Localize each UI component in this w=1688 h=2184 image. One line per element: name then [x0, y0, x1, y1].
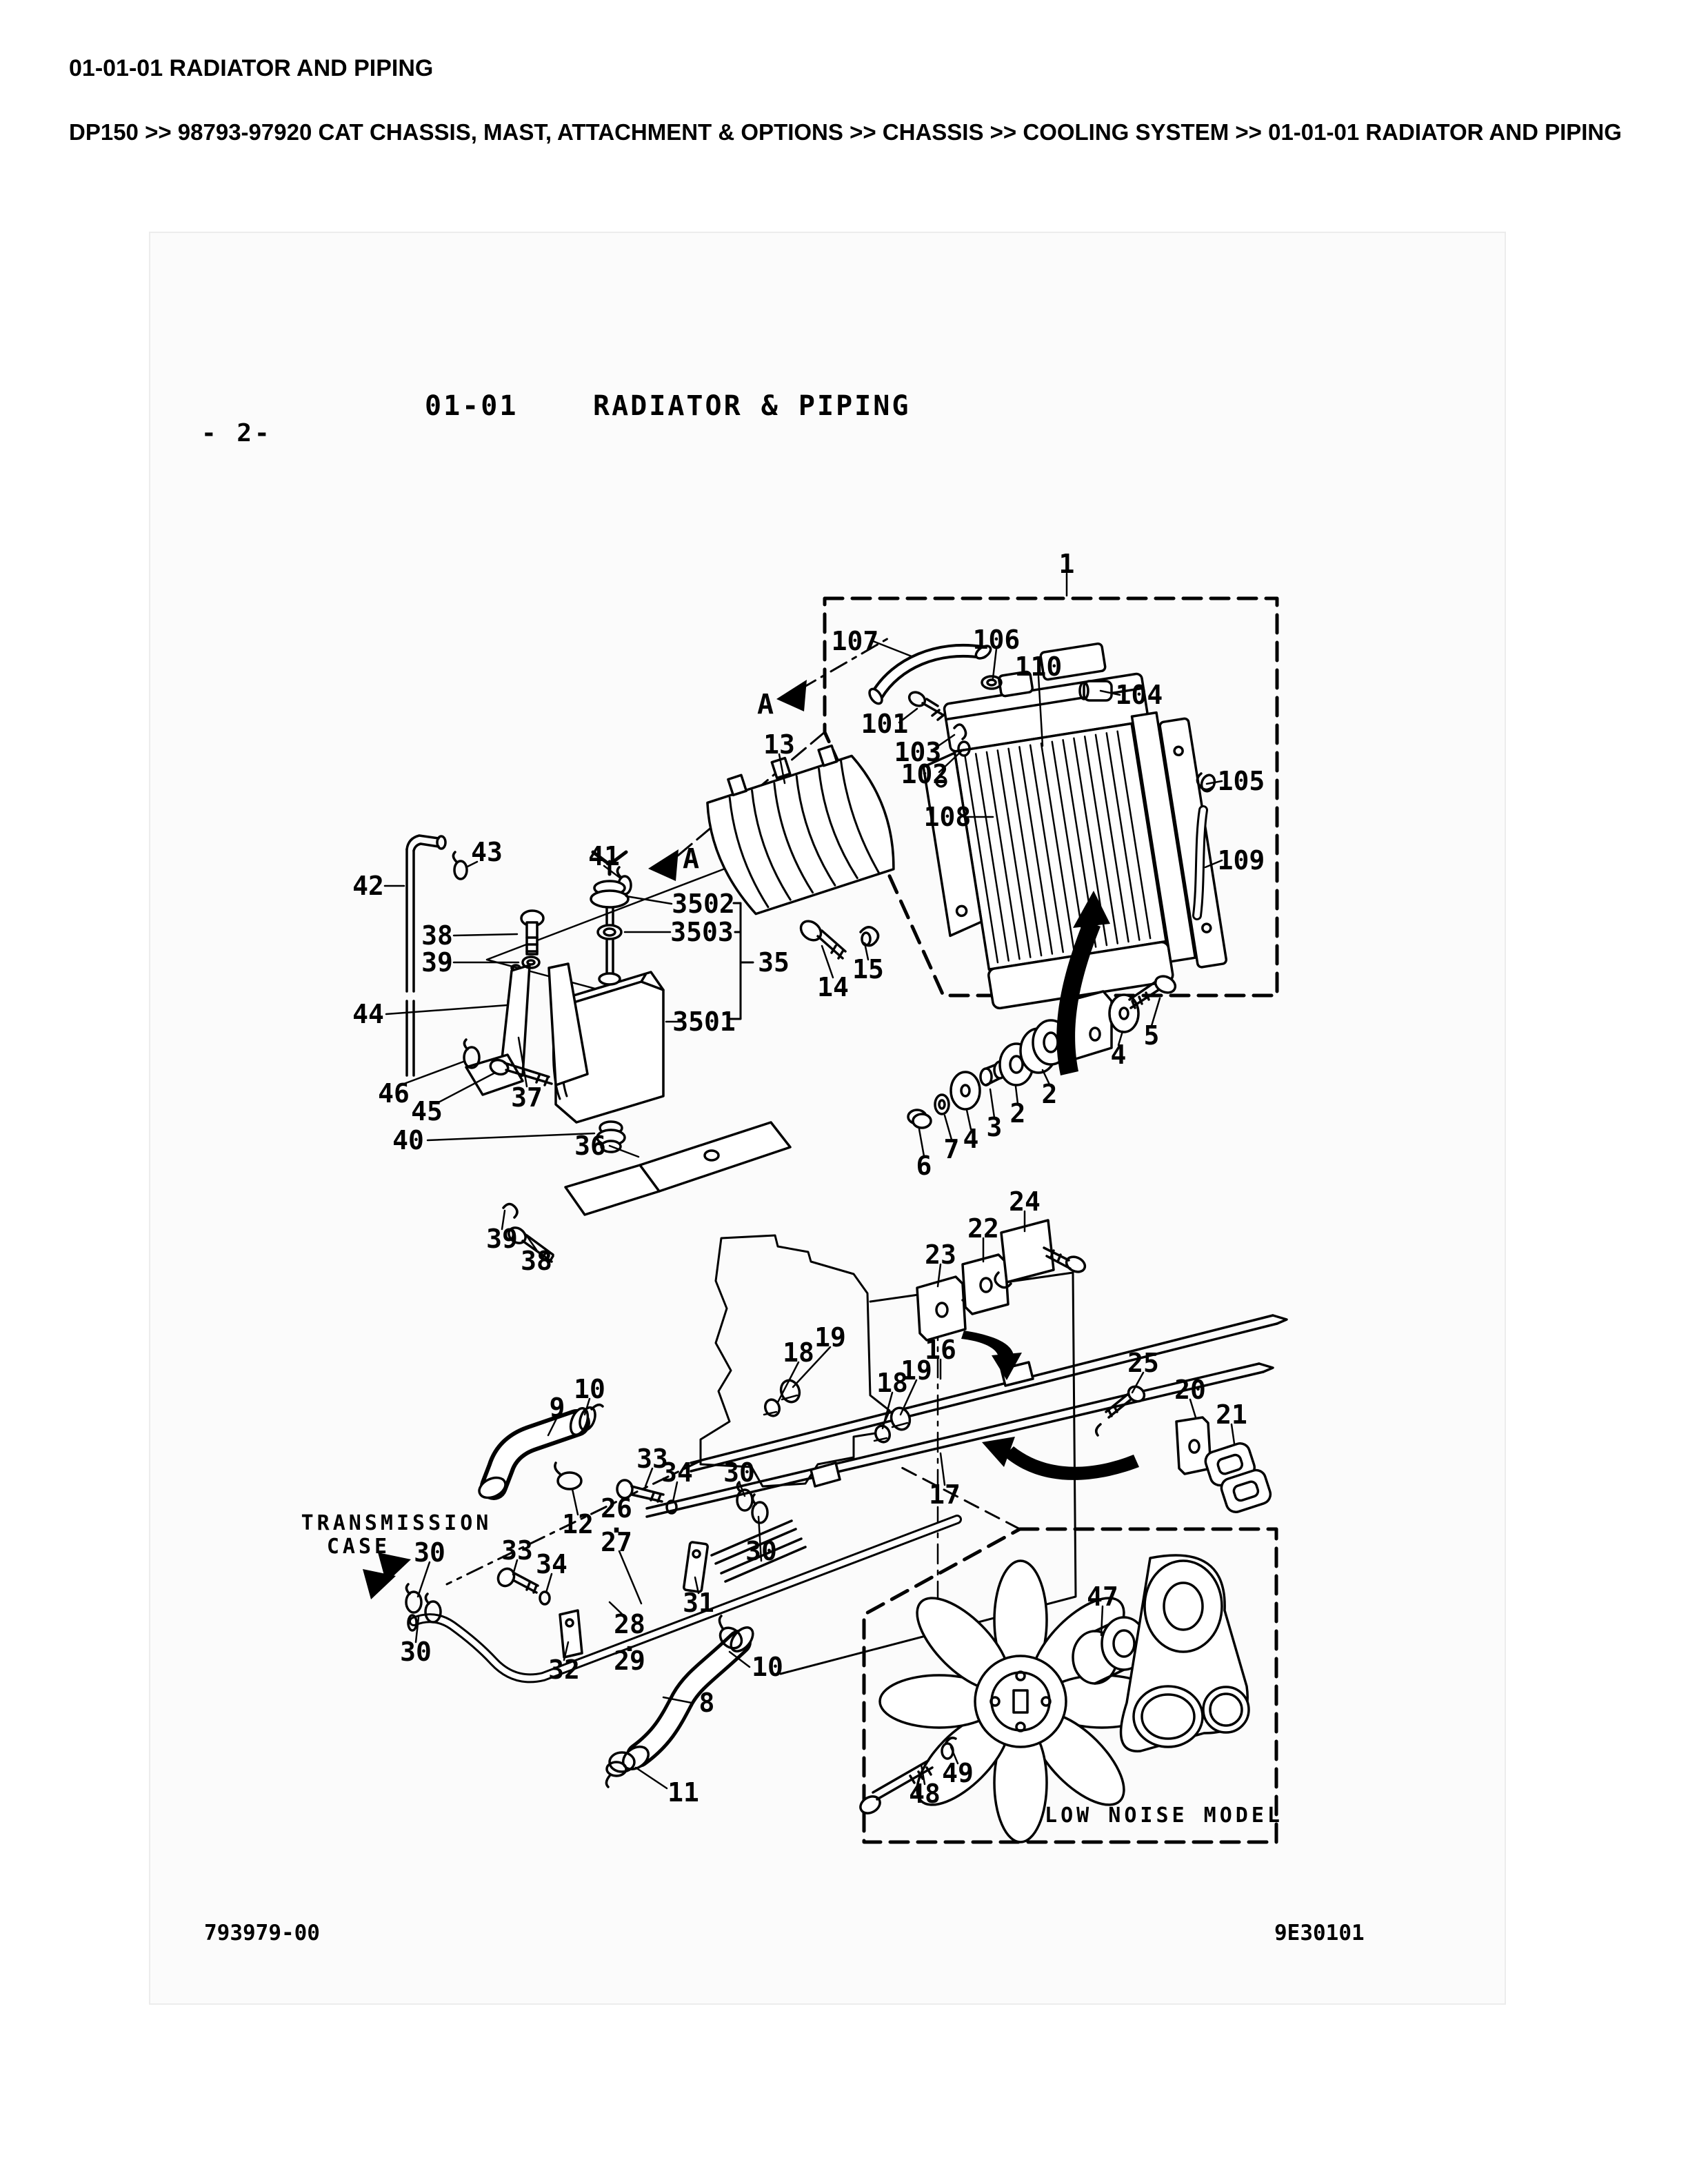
diagram-panel [149, 232, 1506, 2005]
section-code: 01-01 [425, 390, 519, 422]
radiator-group-box [823, 596, 1279, 998]
page-marker: - 2- [201, 419, 272, 447]
breadcrumb: DP150 >> 98793-97920 CAT CHASSIS, MAST, … [69, 119, 1622, 145]
elbow-hose-9 [478, 1404, 604, 1500]
bolt-14-15 [799, 920, 880, 960]
radiator-drawing [922, 642, 1228, 1010]
page-title: 01-01-01 RADIATOR AND PIPING [69, 55, 434, 81]
fan-shroud-drawing [706, 744, 895, 916]
clamps-30 [405, 1481, 769, 1624]
flow-arrows [363, 680, 1139, 1599]
bolts-33-34 [496, 1479, 678, 1606]
reservoir-drawing [552, 850, 665, 1124]
drawing-number: 793979-00 [204, 1921, 320, 1945]
figure-code: 9E30101 [1274, 1921, 1365, 1945]
plates-22-23-24 [916, 1219, 1087, 1342]
radiator-fittings [907, 675, 1216, 920]
low-noise-box [862, 1527, 1278, 1844]
bracket-group [463, 909, 792, 1264]
hose-8 [605, 1615, 754, 1788]
leader-lines [383, 572, 1236, 1790]
section-title: RADIATOR & PIPING [593, 390, 911, 422]
return-pipe [407, 1515, 962, 1684]
mount-row [907, 975, 1177, 1129]
fan-drawing [859, 1554, 1250, 1843]
mount-20-21-25 [1095, 1385, 1272, 1513]
